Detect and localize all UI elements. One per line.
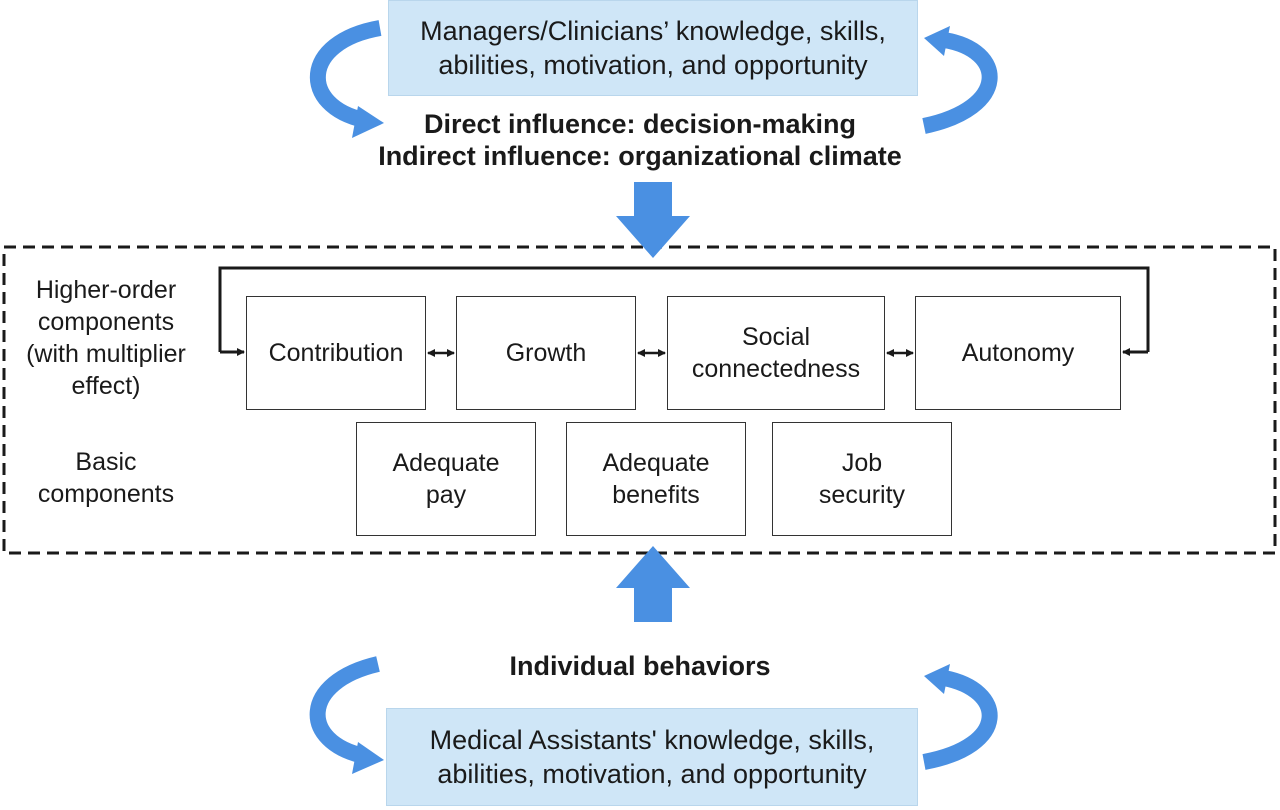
box-text-line: abilities, motivation, and opportunity [438, 50, 868, 80]
component-contribution: Contribution [246, 296, 426, 410]
up-arrow-icon [616, 546, 690, 622]
component-text-line: Growth [505, 339, 587, 367]
component-text-line: pay [425, 481, 467, 509]
box-text-line: Medical Assistants' knowledge, skills, [429, 725, 875, 755]
basic-components-label: Basic components [6, 446, 206, 510]
individual-behaviors-text: Individual behaviors [509, 651, 771, 681]
component-text-line: benefits [612, 481, 700, 509]
multiplier-bracket [218, 266, 1150, 356]
component-text-line: Contribution [268, 339, 404, 367]
component-adequate-pay: Adequate pay [356, 422, 536, 536]
curved-arrow-icon [309, 656, 384, 774]
box-text-line: Managers/Clinicians’ knowledge, skills, [420, 16, 886, 46]
component-text-line: Adequate [392, 449, 500, 477]
component-autonomy: Autonomy [915, 296, 1121, 410]
label-line: Basic [75, 448, 137, 476]
component-job-security: Job security [772, 422, 952, 536]
component-text-line: Job [841, 449, 883, 477]
label-line: effect) [71, 372, 141, 400]
component-adequate-benefits: Adequate benefits [566, 422, 746, 536]
indirect-influence-text: Indirect influence: organizational clima… [378, 141, 902, 171]
managers-clinicians-box: Managers/Clinicians’ knowledge, skills, … [388, 0, 918, 96]
component-text-line: Autonomy [961, 339, 1075, 367]
component-text-line: Social [741, 323, 811, 351]
medical-assistants-box: Medical Assistants' knowledge, skills, a… [386, 708, 918, 806]
box-text-line: abilities, motivation, and opportunity [437, 759, 867, 789]
curved-arrow-icon [922, 664, 998, 770]
down-arrow-icon [616, 182, 690, 258]
higher-order-label: Higher-order components (with multiplier… [6, 274, 206, 402]
dashed-frame [2, 245, 1277, 555]
component-social-connectedness: Social connectedness [667, 296, 885, 410]
component-growth: Growth [456, 296, 636, 410]
direct-influence-text: Direct influence: decision-making [423, 109, 857, 139]
label-line: components [37, 308, 175, 336]
label-line: Higher-order [35, 276, 177, 304]
label-line: components [37, 480, 175, 508]
label-line: (with multiplier [26, 340, 186, 368]
curved-arrow-icon [922, 26, 998, 134]
component-text-line: Adequate [602, 449, 710, 477]
component-text-line: security [818, 481, 906, 509]
component-text-line: connectedness [691, 355, 861, 383]
curved-arrow-icon [309, 20, 384, 138]
